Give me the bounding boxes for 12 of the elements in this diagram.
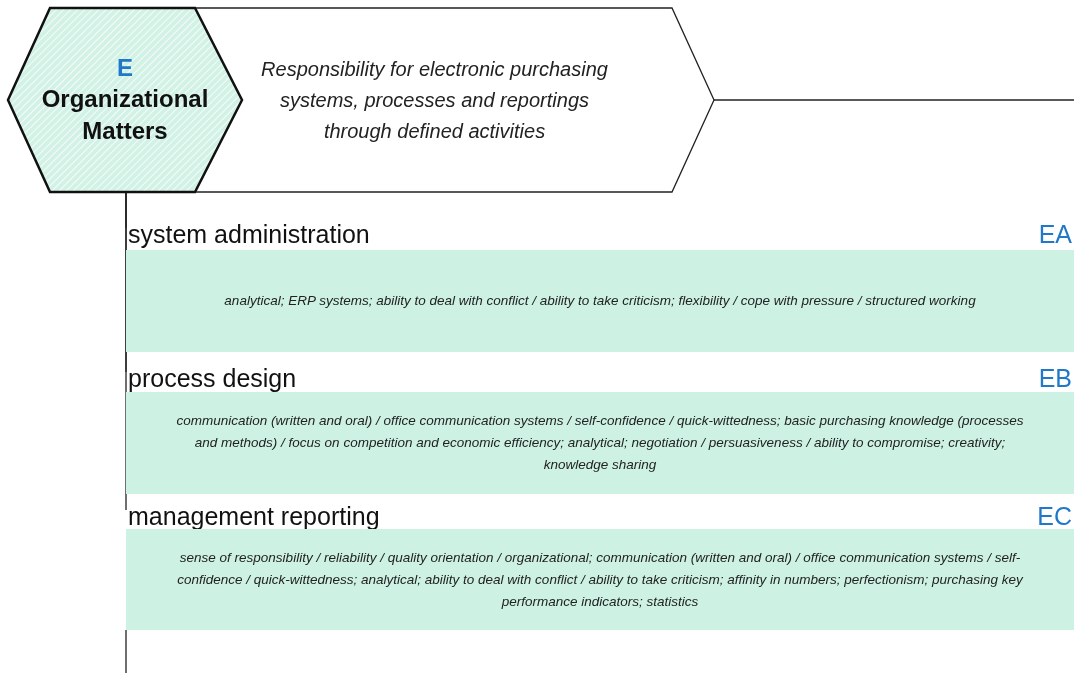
skills-band: analytical; ERP systems; ability to deal with conflict / ability to take criticism; flexibility / cope with pressure / structured working [126, 250, 1074, 352]
activity-code: EB [1038, 364, 1072, 392]
description-text: Responsibility for electronic purchasing systems, processes and reportings through defined activities [260, 56, 609, 144]
category-title: Organizational Matters [40, 84, 210, 146]
category-code: E [117, 53, 133, 83]
skills-band: sense of responsibility / reliability / quality orientation / organizational; communication (written and oral) / office communication systems / self-confidence / quick-wittedness; analytical; ability to deal with conflict / ability to take criticism; affinity in numbers; perfectionism; purchasing key performance indicators; statistics [126, 529, 1074, 630]
activity-heading: process design [128, 364, 297, 392]
activity-code: EA [1038, 220, 1072, 248]
activity-heading: management reporting [128, 502, 380, 530]
activity-heading: system administration [128, 220, 370, 248]
skills-band: communication (written and oral) / office communication systems / self-confidence / quick-wittedness; basic purchasing knowledge (processes and methods) / focus on competition and economic efficiency; analytical; negotiation / persuasiveness / ability to compromise; creativity; knowledge sharing [126, 392, 1074, 494]
activity-code: EC [1037, 502, 1072, 530]
